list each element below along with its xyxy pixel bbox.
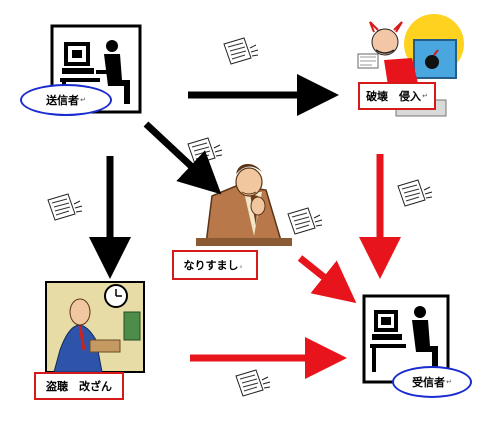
document-icon-middle-right bbox=[287, 207, 323, 235]
sender-label: 送信者↵ bbox=[20, 84, 112, 116]
return-mark: ↵ bbox=[446, 378, 452, 386]
destroy-intrude-label-text: 破壊 侵入 bbox=[366, 90, 422, 103]
period-mark: 。 bbox=[239, 261, 247, 269]
document-icon-left bbox=[47, 193, 83, 221]
receiver-computer-icon bbox=[362, 294, 450, 384]
destroy-intrude-label: 破壊 侵入↵ bbox=[358, 82, 436, 110]
impersonate-label: なりすまし。 bbox=[172, 250, 258, 280]
impersonator-man-icon bbox=[196, 164, 292, 246]
eavesdrop-tamper-label: 盗聴 改ざん bbox=[34, 372, 124, 400]
document-icon-diagonal bbox=[187, 137, 223, 165]
document-icon-right bbox=[397, 179, 433, 207]
receiver-label: 受信者↵ bbox=[392, 366, 472, 398]
document-icon-top bbox=[223, 37, 259, 65]
eavesdrop-tamper-label-text: 盗聴 改ざん bbox=[46, 380, 112, 393]
impersonate-label-text: なりすまし bbox=[183, 259, 239, 272]
eavesdropper-agent-icon bbox=[45, 281, 145, 373]
arrow-impersonate-to-receiver bbox=[297, 255, 357, 304]
sender-label-text: 送信者 bbox=[46, 94, 80, 107]
document-icon-bottom bbox=[235, 369, 271, 397]
return-mark: ↵ bbox=[80, 96, 86, 104]
receiver-label-text: 受信者 bbox=[412, 376, 446, 389]
return-mark: ↵ bbox=[422, 92, 428, 100]
arrow-sender-to-impersonate bbox=[143, 121, 222, 195]
